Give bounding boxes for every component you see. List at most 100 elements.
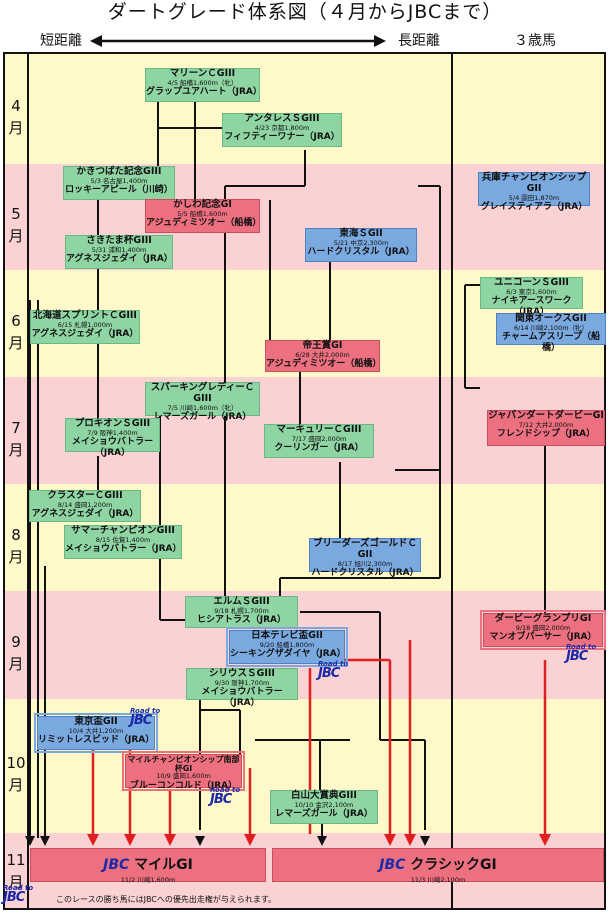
race-detail: 10/10 金沢2,100m: [294, 800, 354, 809]
race-winner: アグネスジェダイ（JRA）: [66, 254, 173, 265]
race-winner: リミットレスビッド（JRA）: [38, 735, 155, 746]
final-detail: 11/2 川崎1,600m: [120, 876, 176, 884]
race-breeders-gold-cup[interactable]: ブリーダーズゴールドＣGII 8/17 旭川2,300m ハードクリスタル（JR…: [309, 538, 421, 578]
race-detail: 7/9 阪神1,400m: [87, 428, 138, 437]
race-hokkaido-sprint[interactable]: 北海道スプリントＣGIII 6/15 札幌1,000m アグネスジェダイ（JRA…: [30, 310, 140, 344]
race-name: かしわ記念GI: [173, 199, 232, 210]
race-name: 白山大賞典GIII: [291, 790, 357, 801]
race-detail: 4/5 船橋1,600m（牝）: [167, 78, 238, 87]
race-derby-grand-prix[interactable]: ダービーグランプリGI 9/18 盛岡2,000m マンオブパーサー（JRA）: [480, 610, 606, 650]
race-name: 関東オークスGII: [515, 313, 587, 324]
race-kanto-oaks[interactable]: 関東オークスGII 6/14 川崎2,100m（牝） チャームアスリープ（船橋）: [496, 313, 606, 353]
race-winner: グラップユアハート（JRA）: [146, 87, 262, 98]
race-detail: 9/18 札幌1,700m: [214, 606, 269, 615]
final-jbc-mile[interactable]: JBC マイルGI 11/2 川崎1,600m: [30, 848, 266, 884]
race-detail: 5/31 浦和1,400m: [91, 245, 147, 254]
race-name: スパーキングレディーＣGIII: [150, 382, 255, 404]
final-detail: 11/3 川崎2,100m: [410, 876, 466, 884]
race-name: 兵庫チャンピオンシップGII: [481, 172, 587, 194]
race-name: 帝王賞GI: [302, 340, 343, 351]
race-cluster-cup[interactable]: クラスターＣGIII 8/14 盛岡1,200m アグネスジェダイ（JRA）: [29, 490, 141, 522]
race-winner: グレイスティアラ（JRA）: [480, 202, 588, 213]
race-detail: 10/4 大井1,200m: [68, 726, 124, 735]
final-jbc-classic[interactable]: JBC クラシックGI 11/3 川崎2,100m: [272, 848, 604, 884]
race-elm-stakes[interactable]: エルムＳGIII 9/18 札幌1,700m ヒシアトラス（JRA）: [185, 596, 298, 628]
race-detail: 6/28 大井2,000m: [295, 350, 350, 359]
race-name: エルムＳGIII: [213, 596, 270, 607]
month-column-divider: [27, 54, 29, 908]
race-kashiwa-kinen[interactable]: かしわ記念GI 5/5 船橋1,600m アジュディミツオー（船橋）: [145, 199, 262, 233]
race-tokyo-hai[interactable]: 東京盃GII 10/4 大井1,200m リミットレスビッド（JRA）: [34, 713, 158, 753]
race-hakusan-daishoten[interactable]: 白山大賞典GIII 10/10 金沢2,100m レマーズガール（JRA）: [270, 790, 378, 824]
distance-arrow: [90, 35, 386, 47]
race-winner: アジュディミツオー（船橋）: [146, 218, 262, 229]
race-sparking-lady[interactable]: スパーキングレディーＣGIII 7/5 川崎1,600m（牝） レマーズガール（…: [145, 382, 260, 422]
race-tokai-stakes[interactable]: 東海ＳGII 5/21 中京2,300m ハードクリスタル（JRA）: [305, 228, 417, 262]
race-name: アンタレスＳGIII: [244, 113, 320, 124]
race-detail: 10/9 盛岡1,600m: [156, 772, 211, 781]
race-detail: 6/14 川崎2,100m（牝）: [513, 323, 589, 332]
race-winner: マンオブパーサー（JRA）: [489, 632, 597, 643]
race-sakitama[interactable]: さきたま杯GIII 5/31 浦和1,400m アグネスジェダイ（JRA）: [65, 235, 173, 269]
race-unicorn[interactable]: ユニコーンＳGIII 6/3 東京1,600m ナイキアースワーク（JRA）: [480, 277, 583, 317]
race-teio-sho[interactable]: 帝王賞GI 6/28 大井2,000m アジュディミツオー（船橋）: [265, 340, 382, 372]
race-antares[interactable]: アンタレスＳGIII 4/23 京都1,800m フィフティーワナー（JRA）: [222, 113, 342, 147]
race-winner: アグネスジェダイ（JRA）: [31, 329, 139, 340]
race-detail: 6/15 札幌1,000m: [57, 320, 113, 329]
race-hyogo-championship[interactable]: 兵庫チャンピオンシップGII 5/4 園田1,870m グレイスティアラ（JRA…: [478, 172, 590, 212]
header-long-distance: 長距離: [398, 33, 440, 49]
race-procyon[interactable]: プロキオンＳGIII 7/9 阪神1,400m メイショウバトラー（JRA）: [65, 418, 160, 458]
race-name: 日本テレビ盃GII: [251, 630, 323, 641]
legend-note: このレースの勝ち馬にはJBCへの優先出走権が与えられます。: [56, 895, 277, 904]
race-winner: ヒシアトラス（JRA）: [196, 615, 287, 626]
race-summer-champion[interactable]: サマーチャンピオンGIII 8/15 佐賀1,400m メイショウバトラー（JR…: [64, 525, 182, 559]
race-name: さきたま杯GIII: [86, 235, 152, 246]
race-winner: メイショウバトラー（JRA）: [71, 437, 154, 458]
race-winner: ナイキアースワーク（JRA）: [491, 296, 572, 317]
race-mercury-cup[interactable]: マーキュリーＣGIII 7/17 盛岡2,000m クーリンガー（JRA）: [264, 424, 374, 458]
race-name: マーキュリーＣGIII: [276, 424, 362, 435]
page-title: ダートグレード体系図（４月からJBCまで）: [107, 1, 503, 23]
race-detail: 5/4 園田1,870m: [508, 193, 560, 202]
race-winner: アグネスジェダイ（JRA）: [31, 509, 139, 520]
race-winner: チャームアスリープ（船橋）: [501, 332, 601, 353]
race-winner: メイショウバトラー（JRA）: [65, 544, 182, 555]
race-winner: メイショウバトラー（JRA）: [201, 687, 283, 708]
race-name: かきつばた記念GIII: [76, 166, 162, 177]
race-winner: アジュディミツオー（船橋）: [266, 359, 382, 370]
race-detail: 7/12 大井2,000m: [518, 420, 574, 429]
race-name: ブリーダーズゴールドＣGII: [312, 538, 418, 560]
race-name: 東京盃GII: [74, 716, 118, 727]
race-name: 北海道スプリントＣGIII: [33, 310, 137, 321]
race-detail: 8/17 旭川2,300m: [337, 559, 393, 568]
race-kakitsubata[interactable]: かきつばた記念GIII 5/3 名古屋1,400m ロッキーアピール（川崎）: [63, 166, 175, 200]
race-detail: 7/17 盛岡2,000m: [291, 434, 347, 443]
race-winner: フィフティーワナー（JRA）: [224, 132, 340, 143]
race-japan-dirt-derby[interactable]: ジャパンダートダービーGI 7/12 大井2,000m フレンドシップ（JRA）: [487, 410, 605, 446]
final-name: JBC クラシックGI: [379, 857, 497, 873]
race-winner: フレンドシップ（JRA）: [496, 429, 596, 440]
race-detail: 4/23 京都1,800m: [254, 123, 310, 132]
race-marine-cup[interactable]: マリーンＣGIII 4/5 船橋1,600m（牝） グラップユアハート（JRA）: [145, 68, 262, 102]
race-winner: シーキングザダイヤ（JRA）: [230, 649, 346, 660]
race-mile-cs-nanbu-hai[interactable]: マイルチャンピオンシップ南部杯GI 10/9 盛岡1,600m ブルーコンコルド…: [122, 751, 245, 791]
race-nittere-hai[interactable]: 日本テレビ盃GII 9/20 船橋1,800m シーキングザダイヤ（JRA）: [226, 627, 348, 667]
race-winner: レマーズガール（JRA）: [153, 412, 252, 423]
race-name: マイルチャンピオンシップ南部杯GI: [127, 755, 240, 774]
race-winner: ハードクリスタル（JRA）: [307, 247, 415, 258]
race-winner: クーリンガー（JRA）: [274, 443, 364, 454]
race-winner: レマーズガール（JRA）: [275, 809, 373, 820]
race-sirius-stakes[interactable]: シリウスＳGIII 9/30 阪神1,700m メイショウバトラー（JRA）: [186, 668, 298, 708]
race-name: ジャパンダートダービーGI: [488, 410, 604, 421]
race-winner: ブルーコンコルド（JRA）: [129, 780, 238, 791]
